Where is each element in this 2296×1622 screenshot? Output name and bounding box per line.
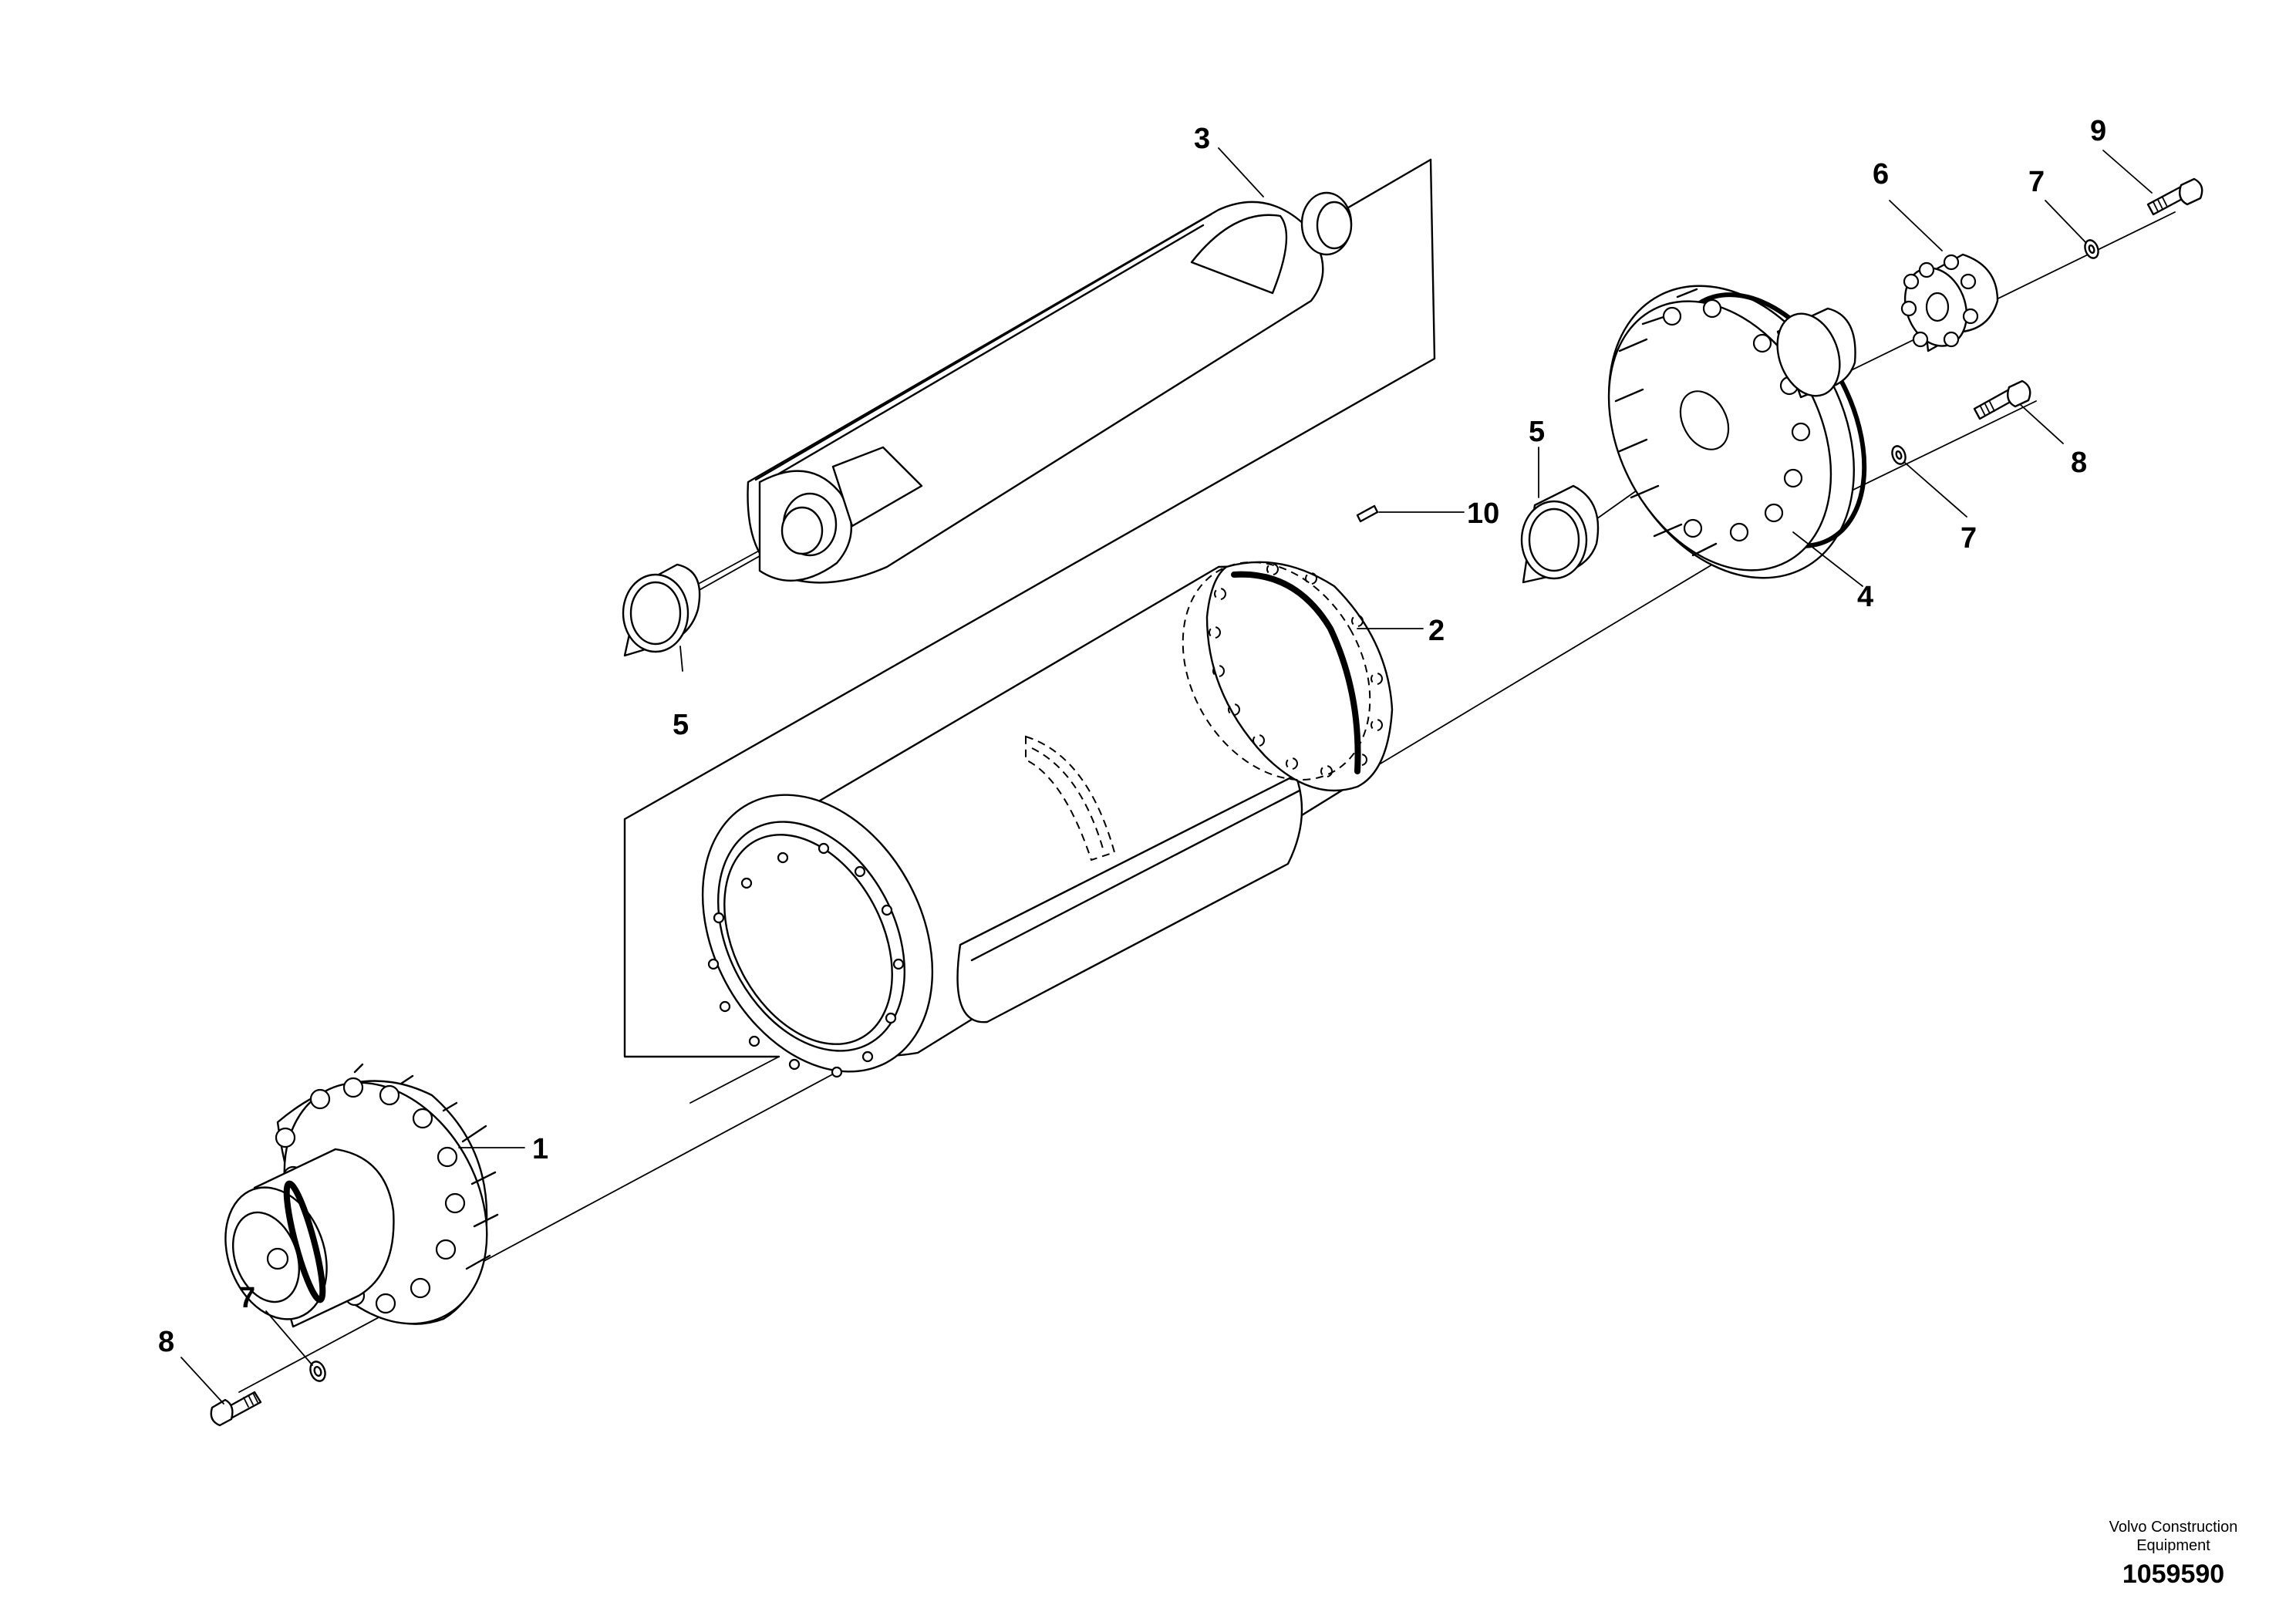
part-5-bushing-left: [622, 563, 701, 657]
callout-8-left: 8: [158, 1326, 174, 1358]
part-5-bushing-right: [1520, 484, 1600, 584]
callout-2: 2: [1428, 615, 1445, 647]
leader-lines: [180, 147, 2153, 1404]
brand-line-2: Equipment: [2136, 1537, 2210, 1554]
callout-3: 3: [1194, 123, 1210, 155]
part-2-cylinder-housing: [701, 561, 1394, 1078]
drawing-number: 1059590: [2122, 1560, 2224, 1589]
part-8-bolt-left: [210, 1391, 262, 1427]
callout-5-right: 5: [1529, 416, 1545, 448]
part-1-flange-hub: [224, 1063, 499, 1328]
callout-6: 6: [1873, 158, 1889, 191]
callout-10: 10: [1467, 497, 1499, 530]
callout-9: 9: [2090, 115, 2106, 147]
part-8-bolt-right: [1973, 379, 2031, 420]
part-7-washer-left: [309, 1361, 326, 1382]
footer: Volvo Construction Equipment 1059590: [2109, 1519, 2238, 1589]
part-7-washer-upper-right: [2084, 239, 2099, 259]
callout-4: 4: [1857, 581, 1873, 613]
callout-7-upper-right: 7: [2028, 166, 2045, 198]
callout-5-left: 5: [673, 709, 689, 741]
callout-7-left: 7: [239, 1282, 255, 1314]
part-4-rear-flange: [1607, 285, 1867, 579]
part-7-washer-lower-right: [1891, 445, 1907, 465]
part-9-bolt: [2146, 177, 2203, 216]
part-10-pin: [1356, 504, 1465, 523]
part-6-hub-nut: [1900, 253, 1999, 352]
callout-1: 1: [532, 1133, 548, 1165]
callout-labels: 3 5 2 10 5 4 6 7 9 8 7 1 7 8: [158, 115, 2106, 1358]
part-3-shell-insert: [623, 158, 1436, 1058]
callout-8-right: 8: [2071, 447, 2087, 479]
callout-7-lower-right: 7: [1961, 522, 1977, 555]
brand-line-1: Volvo Construction: [2109, 1519, 2238, 1536]
